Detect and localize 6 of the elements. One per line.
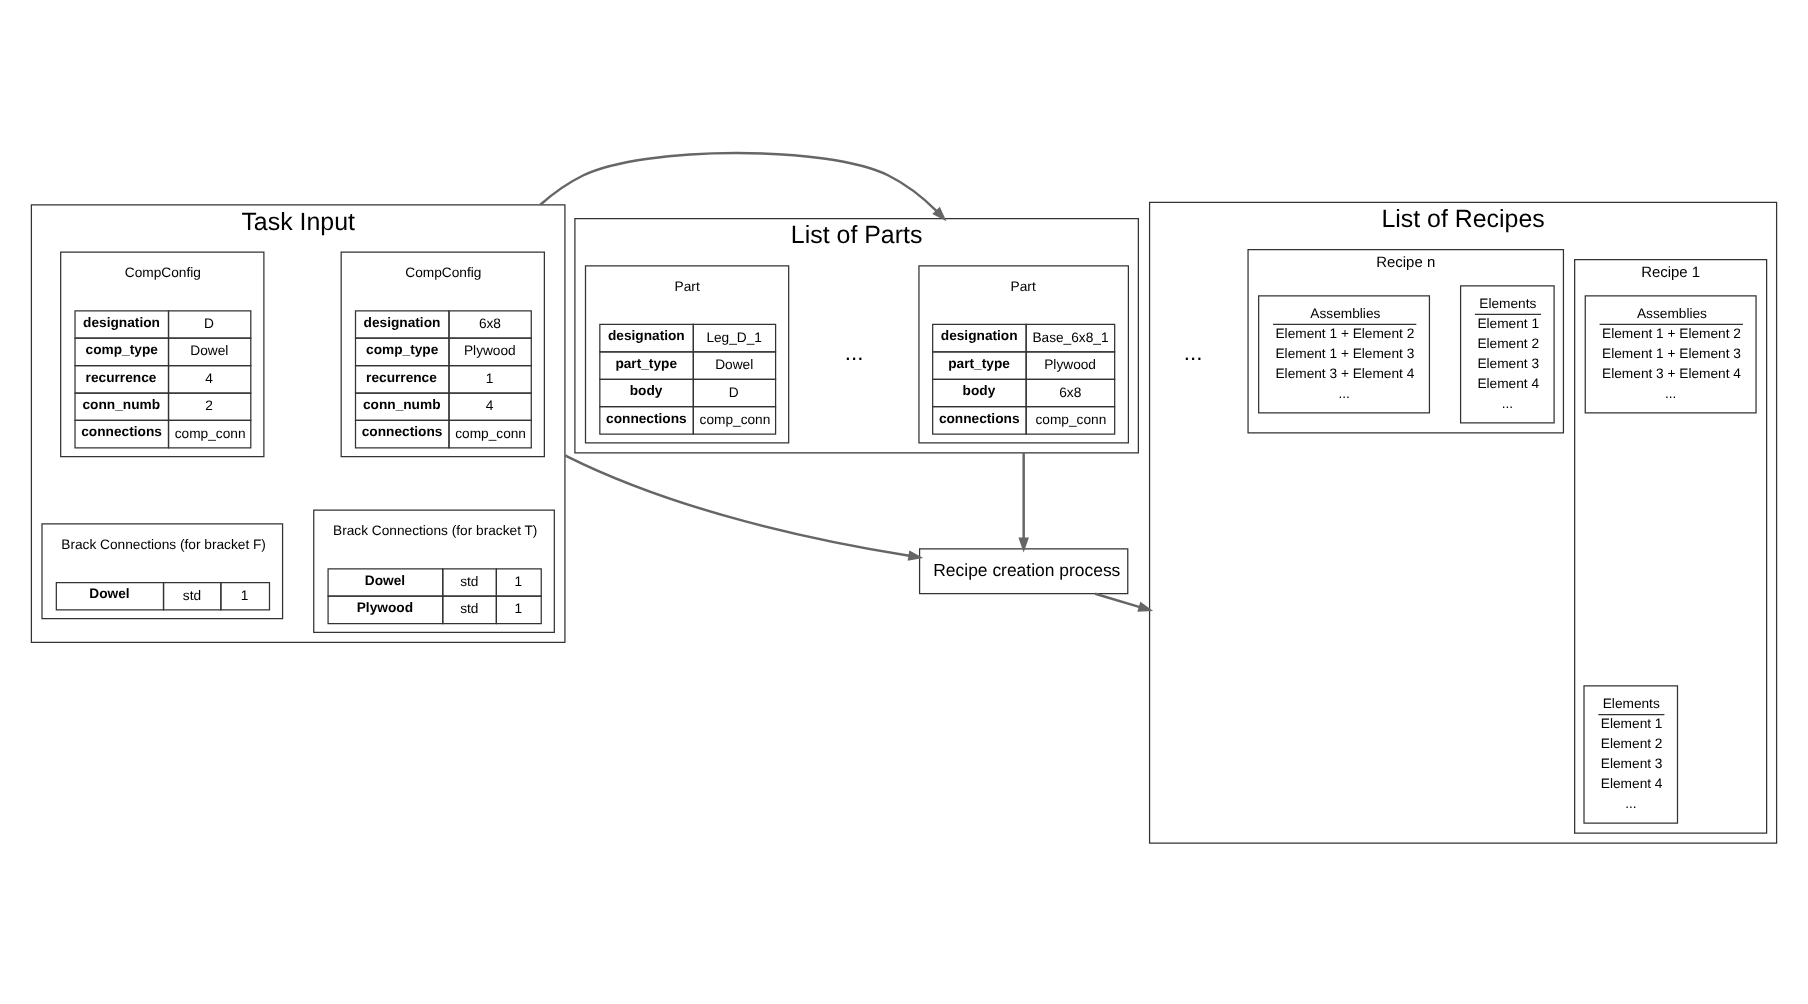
arrow — [1094, 591, 1154, 611]
arrow — [539, 150, 947, 221]
arrow — [1018, 451, 1029, 552]
label: ... — [844, 340, 864, 365]
label: ... — [1183, 340, 1203, 365]
node-box: Recipe creation process — [918, 547, 1129, 594]
